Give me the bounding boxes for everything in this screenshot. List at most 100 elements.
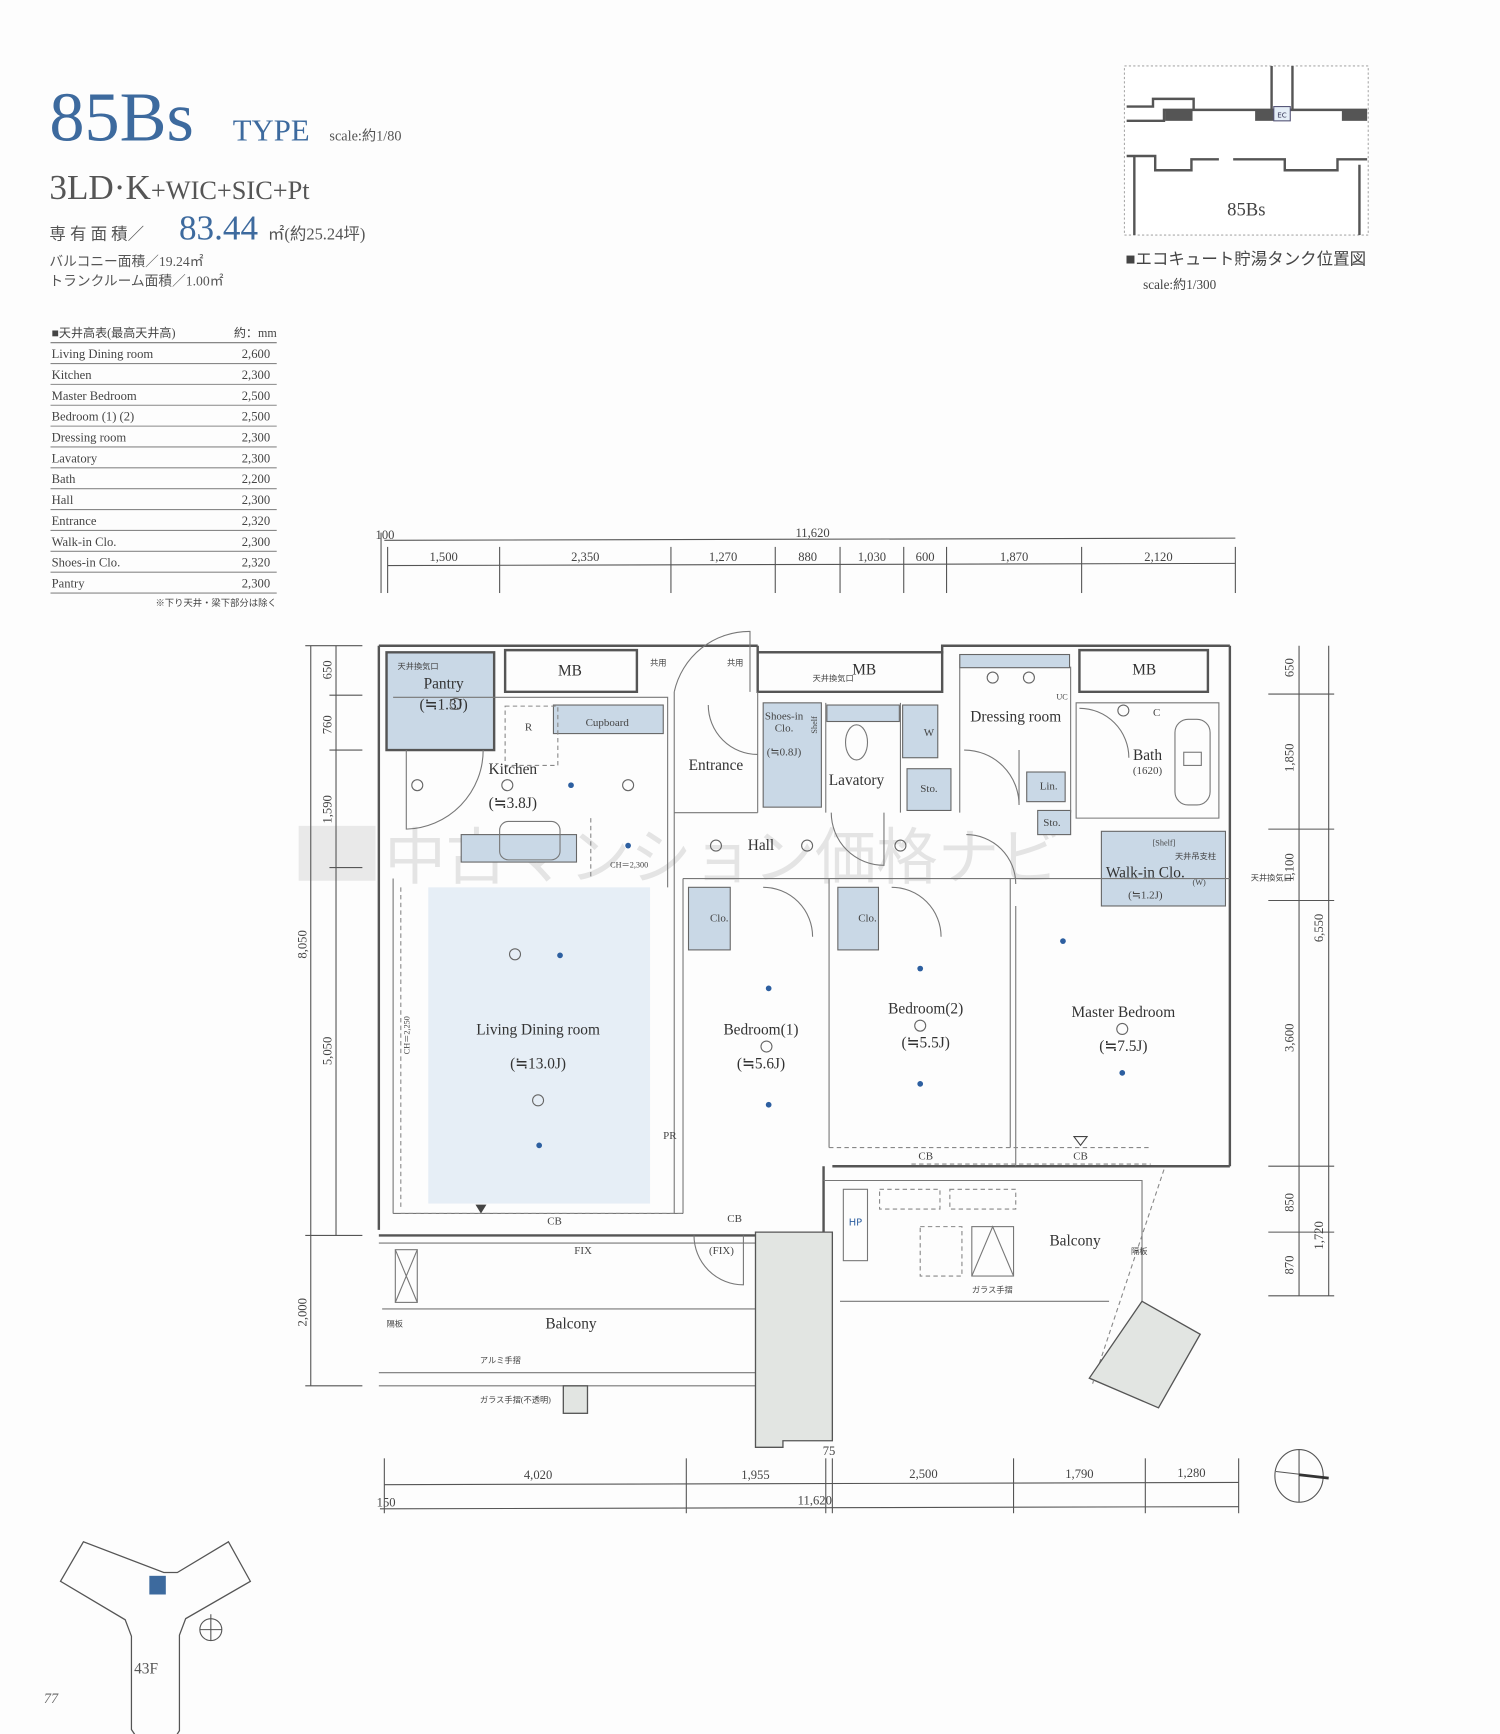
row-value: 2,300 [242, 577, 270, 591]
north-compass-icon [199, 1614, 223, 1642]
downlight-icon [532, 1094, 545, 1107]
dim-label: 1,030 [858, 550, 886, 564]
post-annotation: 天井吊支柱 [1175, 851, 1216, 861]
living-dining-floor [428, 887, 651, 1204]
partition-annotation: 隔板 [1131, 1246, 1147, 1256]
downlight-icon [622, 779, 635, 792]
dim-label: 600 [916, 550, 935, 564]
row-room: Shoes-in Clo. [52, 556, 121, 570]
type-word: TYPE [233, 114, 310, 148]
trunk-room-area: トランクルーム面積／1.00㎡ [49, 274, 223, 289]
room-mb: MB [1132, 661, 1156, 678]
building-site-plan: 43F 77 [44, 1540, 252, 1734]
cb-label: CB [727, 1213, 742, 1225]
room-linen: Lin. [1040, 781, 1058, 793]
lavatory-counter [826, 704, 900, 723]
table-note: ※下り天井・梁下部分は除く [155, 597, 276, 609]
room-cupboard: Cupboard [586, 717, 630, 729]
kitchen-sink [499, 820, 561, 861]
cb-label: CB [547, 1215, 562, 1227]
key-plan-caption: ■エコキュート貯湯タンク位置図 [1126, 250, 1367, 269]
dressing-counter [959, 653, 1071, 669]
ceiling-light-icon [765, 985, 772, 992]
shared-annotation: 共用 [727, 658, 743, 667]
key-plan-scale: scale:約1/300 [1143, 277, 1216, 292]
downlight-icon [709, 839, 722, 852]
downlight-icon [894, 839, 907, 852]
dim-label: 2,000 [295, 1298, 309, 1326]
downlight-icon [501, 779, 514, 792]
dim-label: 4,020 [524, 1468, 552, 1482]
entry-marker-icon [475, 1204, 487, 1214]
room-size: (≒1.2J) [1128, 889, 1163, 901]
room-entrance: Entrance [689, 757, 744, 774]
downlight-icon [1117, 704, 1130, 717]
downlight-icon [508, 948, 522, 961]
dim-label: 1,790 [1065, 1467, 1093, 1481]
room-shoes-in-clo: Clo. [775, 722, 794, 734]
row-room: Dressing room [52, 430, 127, 444]
dim-label: 8,050 [295, 930, 309, 958]
vent-annotation: 天井換気口 [813, 673, 854, 683]
dim-label: 1,270 [709, 550, 737, 564]
downlight-icon [914, 1019, 927, 1032]
wic-w-label: (W) [1193, 878, 1206, 887]
storage-area-2 [1037, 809, 1072, 836]
c-label: C [1153, 707, 1160, 719]
vent-annotation: 天井換気口 [1251, 873, 1292, 883]
row-value: 2,300 [242, 451, 270, 465]
row-room: Master Bedroom [52, 389, 137, 403]
layout-main: 3LD·K [49, 168, 150, 207]
structural-column [1088, 1300, 1202, 1409]
cupboard-area [552, 704, 664, 735]
dim-label: 850 [1283, 1193, 1297, 1212]
row-value: 2,600 [242, 347, 270, 361]
table-row: Dressing room 2,300 [50, 430, 277, 448]
heat-pump-label: HP [849, 1218, 862, 1229]
room-size: (1620) [1133, 765, 1163, 777]
pantry-area [385, 651, 495, 751]
kitchen-counter [460, 834, 578, 863]
scale-label: scale:約1/80 [329, 128, 401, 145]
linen-area [1026, 771, 1066, 803]
ceiling-light-icon [765, 1101, 772, 1108]
bathtub [1174, 718, 1211, 806]
dim-label: 1,955 [741, 1468, 769, 1482]
row-value: 2,300 [242, 430, 270, 444]
dim-label: 1,590 [321, 795, 335, 823]
area-value: 83.44 [179, 208, 258, 247]
dim-label: 1,500 [429, 550, 457, 564]
downlight-icon [449, 697, 462, 710]
dim-label: 1,720 [1312, 1221, 1326, 1249]
heat-pump-unit [842, 1188, 869, 1262]
cb-label: CB [1073, 1151, 1088, 1163]
table-unit: 約：mm [234, 325, 278, 340]
layout-suffix: +WIC+SIC+Pt [151, 176, 310, 205]
dim-label: 5,050 [321, 1037, 335, 1065]
ec-marker [1273, 106, 1291, 122]
area-label: 専 有 面 積／ [49, 224, 144, 243]
room-mb: MB [558, 662, 582, 679]
ceiling-light-icon [625, 842, 631, 849]
row-room: Bath [52, 472, 77, 486]
dim-label: 2,500 [909, 1467, 937, 1481]
dim-label: 2,350 [571, 550, 599, 564]
room-master-bedroom: Master Bedroom [1072, 1004, 1176, 1021]
dim-label: 1,850 [1283, 744, 1297, 772]
row-room: Bedroom (1) (2) [52, 410, 135, 424]
downlight-icon [760, 1040, 773, 1053]
row-value: 2,300 [242, 493, 270, 507]
downlight-icon [801, 839, 814, 852]
room-mb: MB [852, 661, 876, 678]
room-size: (≒5.6J) [737, 1056, 785, 1073]
key-plan-unit: 85Bs [1227, 199, 1265, 220]
ecocute-key-plan: EC 85Bs ■エコキュート貯湯タンク位置図 scale:約1/300 [1123, 65, 1369, 292]
row-room: Entrance [52, 514, 97, 528]
area-unit: ㎡(約25.24坪) [268, 224, 365, 243]
ceiling-height-note: CH＝2,300 [610, 861, 648, 870]
